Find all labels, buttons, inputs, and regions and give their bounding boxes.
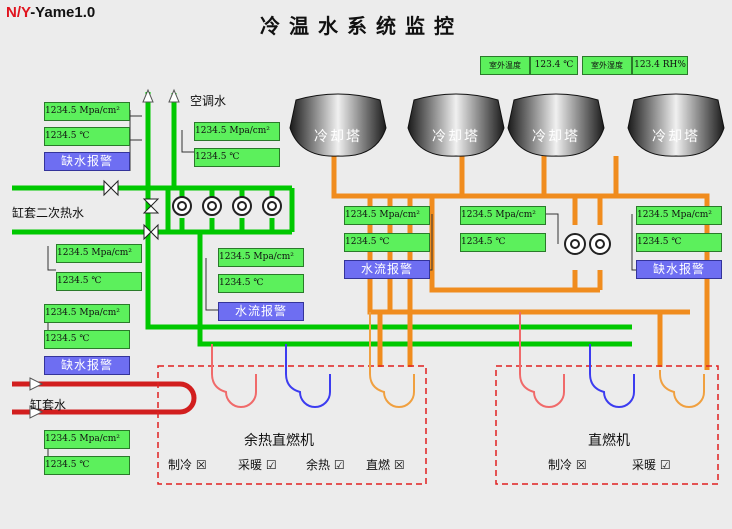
jacket-upper-temp: 1234.5 ℃: [44, 330, 130, 349]
cooling-tower-3[interactable]: 冷却塔: [504, 92, 608, 158]
tower-label: 冷却塔: [314, 129, 362, 145]
ac-water-label: 空调水: [190, 94, 227, 108]
pump-flow-pressure: 1234.5 Mpa/cm²: [218, 248, 304, 267]
tower-left-temp: 1234.5 ℃: [344, 233, 430, 252]
checkbox-cross-icon: ☒: [575, 458, 587, 472]
unit1-mode-direct-fire[interactable]: 直燃 ☒: [366, 456, 405, 473]
unit2-frame: [495, 365, 719, 485]
unit1-frame: [157, 365, 427, 485]
mode-label: 制冷: [548, 458, 573, 472]
unit1-mode-cooling[interactable]: 制冷 ☒: [168, 456, 207, 473]
mode-label: 制冷: [168, 458, 193, 472]
jacket-upper-pressure: 1234.5 Mpa/cm²: [44, 304, 130, 323]
outdoor-humidity-value: 123.4 RH%: [632, 56, 688, 75]
secondary-pressure: 1234.5 Mpa/cm²: [56, 244, 142, 263]
tower-label: 冷却塔: [652, 129, 700, 145]
outdoor-humidity-label: 室外湿度: [582, 56, 632, 75]
tower-left-pressure: 1234.5 Mpa/cm²: [344, 206, 430, 225]
mode-label: 余热: [306, 458, 331, 472]
secondary-temp: 1234.5 ℃: [56, 272, 142, 291]
unit2-mode-cooling[interactable]: 制冷 ☒: [548, 456, 587, 473]
chilled-pumps: [172, 196, 282, 216]
tower-label: 冷却塔: [532, 129, 580, 145]
cooling-tower-4[interactable]: 冷却塔: [624, 92, 728, 158]
mode-label: 采暖: [238, 458, 263, 472]
ac-supply-alarm[interactable]: 缺水报警: [44, 152, 130, 171]
secondary-hot-water-label: 缸套二次热水: [12, 206, 85, 220]
tower-mid-pressure: 1234.5 Mpa/cm²: [460, 206, 546, 225]
tower-label: 冷却塔: [432, 129, 480, 145]
pump-flow-alarm[interactable]: 水流报警: [218, 302, 304, 321]
tower-left-alarm[interactable]: 水流报警: [344, 260, 430, 279]
tower-right-pressure: 1234.5 Mpa/cm²: [636, 206, 722, 225]
outdoor-temp-label: 室外温度: [480, 56, 530, 75]
outdoor-temp-value: 123.4 ℃: [530, 56, 578, 75]
tower-mid-temp: 1234.5 ℃: [460, 233, 546, 252]
pump-flow-temp: 1234.5 ℃: [218, 274, 304, 293]
tower-right-alarm[interactable]: 缺水报警: [636, 260, 722, 279]
unit2-mode-heating[interactable]: 采暖 ☑: [632, 456, 671, 473]
ac-supply-temp: 1234.5 ℃: [44, 127, 130, 146]
mode-label: 直燃: [366, 458, 391, 472]
mode-label: 采暖: [632, 458, 657, 472]
cooling-tower-2[interactable]: 冷却塔: [404, 92, 508, 158]
checkbox-cross-icon: ☒: [393, 458, 405, 472]
ac-pump-temp: 1234.5 ℃: [194, 148, 280, 167]
unit1-name: 余热直燃机: [244, 433, 314, 449]
unit2-name: 直燃机: [588, 433, 630, 449]
unit1-mode-waste-heat[interactable]: 余热 ☑: [306, 456, 345, 473]
checkbox-check-icon: ☑: [265, 458, 277, 472]
cooling-pumps: [564, 233, 611, 255]
checkbox-cross-icon: ☒: [195, 458, 207, 472]
ac-supply-pressure: 1234.5 Mpa/cm²: [44, 102, 130, 121]
page-title: 冷温水系统监控: [260, 14, 463, 38]
checkbox-check-icon: ☑: [659, 458, 671, 472]
brand-logo: N/Y-Yame1.0: [6, 4, 96, 21]
checkbox-check-icon: ☑: [333, 458, 345, 472]
jacket-lower-pressure: 1234.5 Mpa/cm²: [44, 430, 130, 449]
cooling-tower-1[interactable]: 冷却塔: [286, 92, 390, 158]
ac-pump-pressure: 1234.5 Mpa/cm²: [194, 122, 280, 141]
jacket-water-label: 缸套水: [30, 398, 67, 412]
tower-right-temp: 1234.5 ℃: [636, 233, 722, 252]
jacket-upper-alarm[interactable]: 缺水报警: [44, 356, 130, 375]
jacket-lower-temp: 1234.5 ℃: [44, 456, 130, 475]
valves: [103, 179, 160, 241]
unit1-mode-heating[interactable]: 采暖 ☑: [238, 456, 277, 473]
